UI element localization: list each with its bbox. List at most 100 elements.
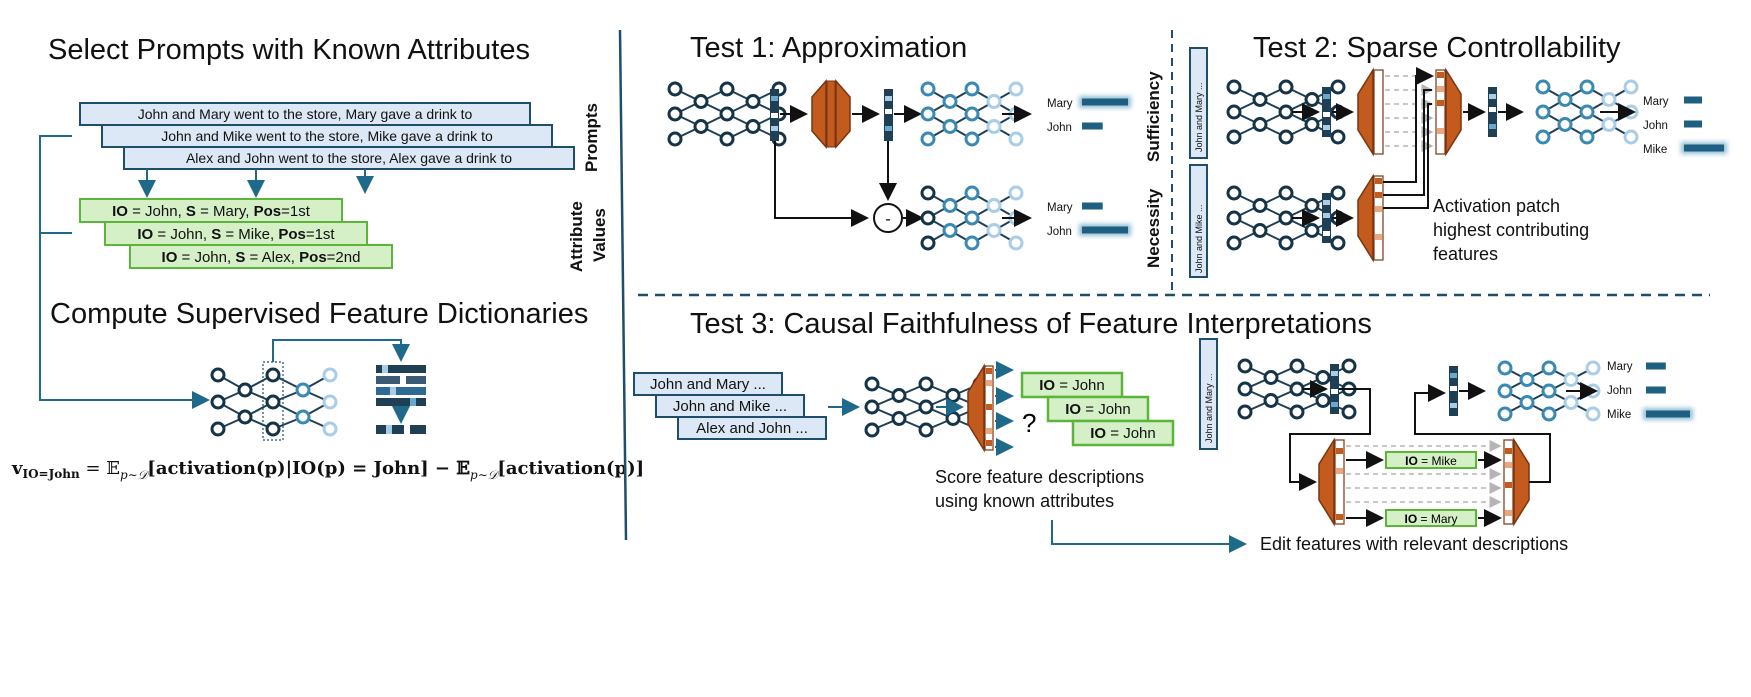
attribute-stack: IO = John, S = Mary, Pos=1st IO = John, … — [79, 198, 393, 269]
network-node — [1563, 395, 1579, 410]
logit-bar — [1646, 362, 1666, 370]
network-node — [719, 106, 735, 122]
test3-side-input-box — [1199, 338, 1218, 450]
network-node — [1252, 92, 1268, 107]
network-node — [1237, 381, 1253, 397]
patch-caption-line1: Activation patch — [1433, 196, 1560, 216]
patch-caption-line3: features — [1433, 244, 1498, 264]
attribute-text-1: IO = John, S = Mary, Pos=1st — [112, 203, 311, 220]
test2-label-mike: Mike — [1643, 144, 1667, 156]
test2-input-bottom: John and Mike ... — [1194, 204, 1204, 273]
network-node — [1497, 406, 1513, 422]
network-node — [1008, 81, 1024, 97]
prompt-box-3 — [123, 146, 575, 170]
test1-residual-arrow — [774, 141, 869, 227]
test1-top-label-john: John — [1047, 122, 1072, 134]
test2-vector-top — [1322, 87, 1331, 137]
necessity-label: Necessity — [1144, 188, 1163, 268]
network-node — [1315, 393, 1331, 408]
feature-vector-output — [376, 425, 426, 434]
network-node — [918, 376, 934, 392]
test1-activation-vector — [770, 89, 779, 141]
prompt-stack: John and Mary went to the store, Mary ga… — [79, 102, 575, 170]
network-node — [1497, 383, 1513, 399]
network-node — [1237, 404, 1253, 420]
logit-bar — [1684, 120, 1702, 128]
test3-right-vector-out — [1449, 366, 1458, 416]
network-node — [920, 185, 936, 201]
test3-label-mary: Mary — [1607, 361, 1633, 373]
test1-output-network-bottom — [920, 185, 1024, 251]
network-node — [1226, 129, 1242, 145]
network-node — [1304, 198, 1320, 213]
network-node — [864, 422, 880, 438]
network-node — [1226, 79, 1242, 95]
network-node — [964, 81, 980, 97]
network-node — [1226, 185, 1242, 201]
network-node — [918, 399, 934, 415]
network-node — [964, 210, 980, 226]
logit-bar — [1082, 226, 1128, 234]
prompts-label: Prompts — [582, 103, 601, 172]
network-node — [942, 94, 958, 109]
network-node — [1601, 92, 1617, 107]
network-node — [1535, 79, 1551, 95]
test3-edit-sae-right — [1503, 437, 1530, 527]
edit-io-mike: IO = Mike — [1405, 454, 1457, 468]
test3-input-stack: John and Mary ... John and Mike ... Alex… — [633, 372, 827, 440]
panel-divider — [618, 29, 628, 541]
test1-bottom-bars — [1079, 202, 1131, 236]
edit-io-mike-box — [1385, 451, 1477, 469]
attribute-text-2: IO = John, S = Mike, Pos=1st — [137, 226, 335, 243]
network-node — [1278, 104, 1294, 120]
network-node — [1519, 395, 1535, 410]
test3-edit-sae-left — [1318, 437, 1345, 527]
network-node — [1601, 117, 1617, 132]
prompt-text-2: John and Mike went to the store, Mike ga… — [161, 128, 493, 144]
network-node — [1252, 223, 1268, 238]
network-node — [1289, 358, 1305, 374]
test1-bottom-label-john: John — [1047, 226, 1072, 238]
logit-bar — [1646, 410, 1690, 418]
supervised-formula: vIO=John = 𝔼p∼𝒟[activation(p)|IO(p) = Jo… — [11, 458, 644, 482]
test3-sae — [967, 363, 994, 453]
test2-label-mary: Mary — [1643, 96, 1669, 108]
network-node — [1535, 104, 1551, 120]
network-node — [667, 106, 683, 122]
network-node — [1252, 117, 1268, 132]
network-node — [693, 94, 709, 109]
test2-input-top-box — [1189, 47, 1208, 159]
network-node — [719, 131, 735, 147]
left-bracket-lines — [39, 135, 210, 409]
test3-input-1: John and Mary ... — [650, 376, 766, 393]
select-prompts-title: Select Prompts with Known Attributes — [48, 34, 530, 66]
network-node — [1008, 131, 1024, 147]
compute-dictionaries-title: Compute Supervised Feature Dictionaries — [50, 298, 588, 330]
network-node — [942, 119, 958, 134]
network-node — [945, 388, 961, 403]
network-node — [1579, 104, 1595, 120]
network-node — [986, 198, 1002, 213]
test2-bars — [1681, 96, 1727, 154]
network-node — [920, 131, 936, 147]
logit-bar — [1684, 144, 1724, 152]
network-node — [942, 198, 958, 213]
test2-input-bottom-box — [1189, 164, 1208, 278]
test3-title: Test 3: Causal Faithfulness of Feature I… — [690, 308, 1372, 340]
test2-sae-bottom — [1357, 173, 1384, 263]
network-node — [1330, 185, 1346, 201]
test2-input-top: John and Mary ... — [1194, 82, 1204, 152]
network-node — [1330, 79, 1346, 95]
test1-reconstructed-vector — [884, 89, 893, 141]
test1-minus-symbol: - — [885, 211, 890, 228]
prompt-text-1: John and Mary went to the store, Mary ga… — [138, 106, 473, 122]
network-node — [1278, 129, 1294, 145]
network-node — [1289, 381, 1305, 397]
test2-label-john: John — [1643, 120, 1668, 132]
test1-top-bars — [1079, 96, 1131, 130]
test3-io-1: IO = John — [1039, 377, 1104, 394]
network-node — [1278, 210, 1294, 226]
test3-io-stack: IO = John IO = John IO = John — [1020, 371, 1175, 447]
test3-side-input: John and Mary ... — [1204, 373, 1214, 443]
